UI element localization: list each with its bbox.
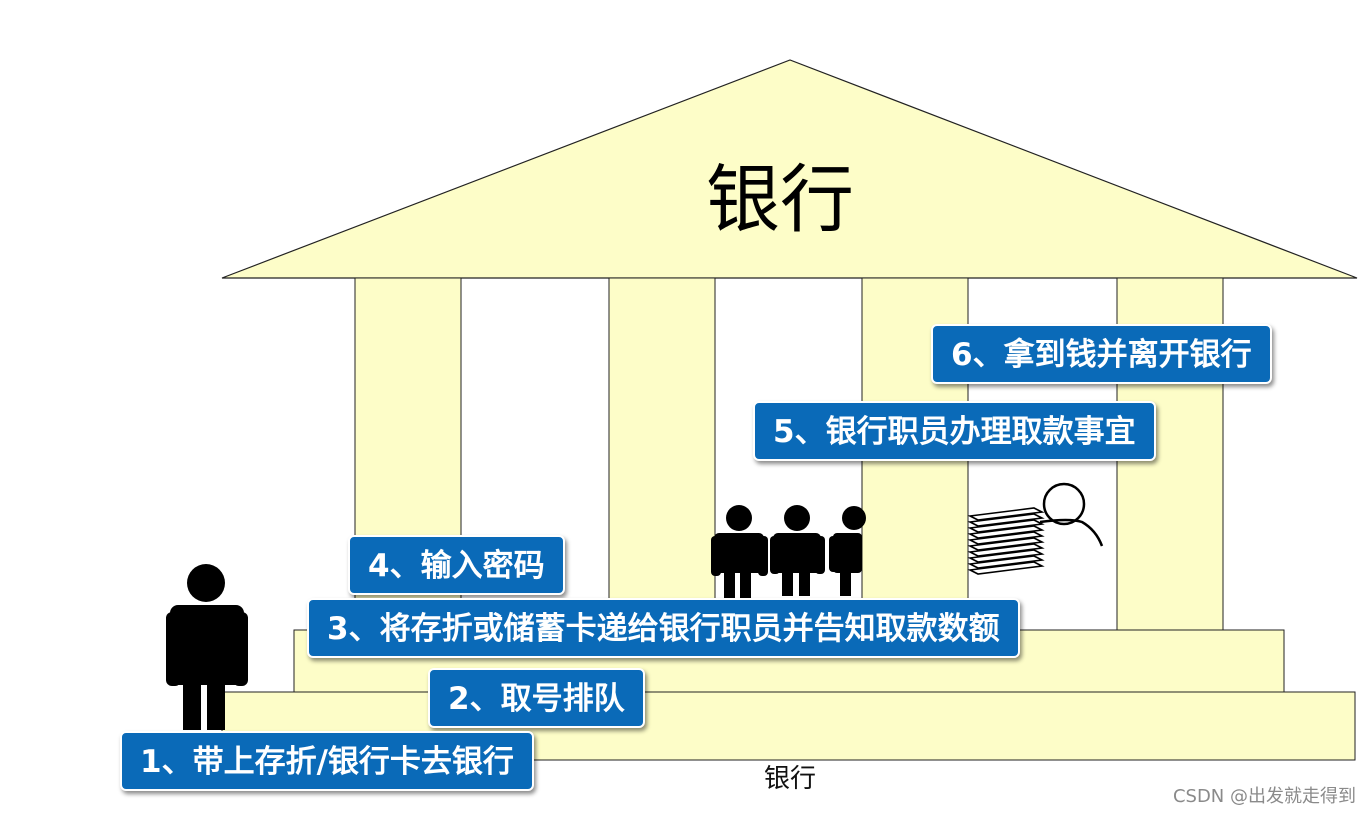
diagram-caption: 银行 (763, 764, 816, 794)
step-4-label: 4、输入密码 (348, 535, 565, 595)
step-3-label: 3、将存折或储蓄卡递给银行职员并告知取款数额 (307, 598, 1020, 658)
bank-column-2 (608, 277, 716, 631)
diagram-title: 银行 (706, 157, 854, 243)
customer-figure-icon (166, 564, 248, 730)
bank-clerk-icon (1039, 482, 1104, 547)
step-6-label: 6、拿到钱并离开银行 (931, 324, 1272, 384)
step-5-label: 5、银行职员办理取款事宜 (753, 401, 1156, 461)
watermark: CSDN @出发就走得到 (1172, 786, 1356, 807)
step-2-label: 2、取号排队 (428, 668, 645, 728)
queue-person-1-icon (711, 505, 768, 626)
money-stack-icon (967, 507, 1045, 575)
step-1-label: 1、带上存折/银行卡去银行 (120, 731, 534, 791)
queue-person-3-icon (829, 506, 866, 596)
queue-person-2-icon (770, 505, 825, 596)
bank-roof (221, 59, 1358, 279)
